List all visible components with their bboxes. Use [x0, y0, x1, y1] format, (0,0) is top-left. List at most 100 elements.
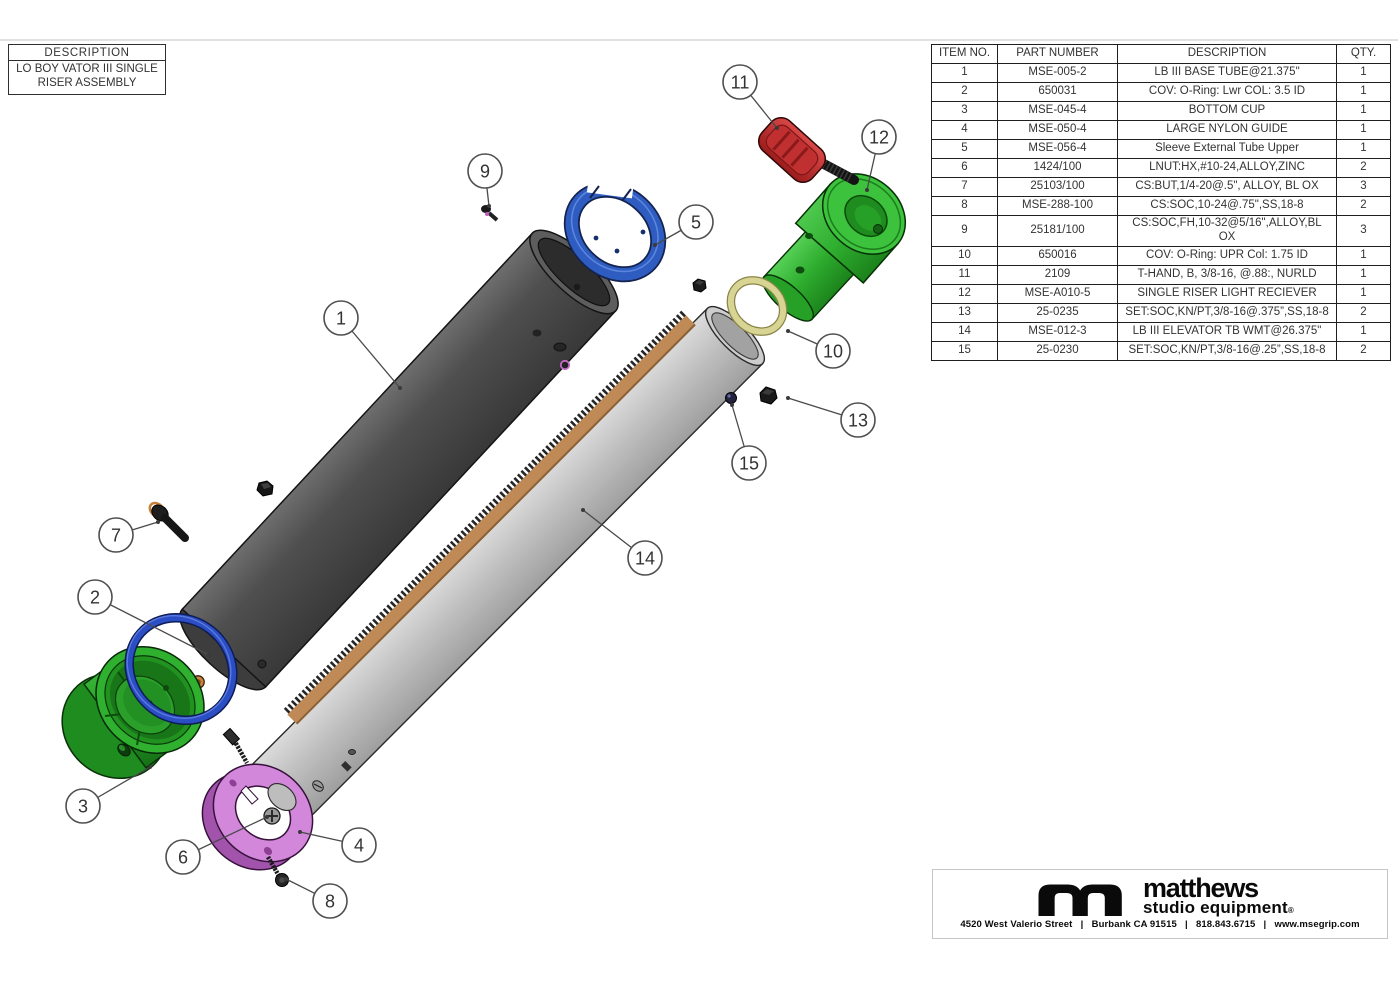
brand-subtitle: studio equipment® — [1143, 899, 1294, 916]
callout-15: 15 — [731, 445, 767, 481]
bom-row: 4 MSE-050-4 LARGE NYLON GUIDE 1 — [931, 120, 1391, 140]
callout-5: 5 — [678, 204, 714, 240]
callout-leader-dot-12 — [865, 188, 869, 192]
bom-row: 12 MSE-A010-5 SINGLE RISER LIGHT RECIEVE… — [931, 283, 1391, 304]
soc-screw-lower — [266, 855, 289, 887]
bom-cell-description: LB III BASE TUBE@21.375" — [1117, 63, 1337, 83]
callout-leader-dot-11 — [775, 126, 779, 130]
callout-number-6: 6 — [178, 848, 188, 868]
bom-row: 8 MSE-288-100 CS:SOC,10-24@.75",SS,18-8 … — [931, 196, 1391, 216]
set-screw-extra-part — [692, 278, 707, 293]
callout-circle-6 — [165, 839, 201, 875]
bom-cell-part-number: MSE-A010-5 — [997, 283, 1118, 304]
callout-leader-dot-6 — [265, 815, 269, 819]
bom-header-qty: QTY. — [1336, 44, 1391, 64]
callout-leader-dot-8 — [284, 877, 288, 881]
callout-11: 11 — [722, 64, 758, 100]
elevator-tube-surface-details — [312, 749, 356, 792]
callout-2: 2 — [77, 579, 113, 615]
assembly-title: LO BOY VATOR III SINGLE RISER ASSEMBLY — [16, 63, 158, 89]
guide-center-screw — [263, 807, 281, 825]
lower-oring-part — [124, 612, 238, 726]
locknut-bolt-upper — [222, 727, 249, 765]
callout-number-15: 15 — [739, 454, 759, 474]
bom-table: ITEM NO. PART NUMBER DESCRIPTION QTY. 1 … — [931, 44, 1391, 361]
callout-leader-dot-13 — [786, 396, 790, 400]
bom-cell-description: SINGLE RISER LIGHT RECIEVER — [1117, 283, 1337, 304]
bom-cell-qty: 2 — [1336, 196, 1391, 216]
bom-cell-item-no: 15 — [931, 340, 998, 361]
callout-number-3: 3 — [78, 797, 88, 817]
callout-number-4: 4 — [354, 836, 364, 856]
callout-6: 6 — [165, 839, 201, 875]
bom-cell-description: LB III ELEVATOR TB WMT@26.375" — [1117, 321, 1337, 342]
bom-cell-part-number: MSE-012-3 — [997, 321, 1118, 342]
callout-number-5: 5 — [691, 213, 701, 233]
rack-band — [287, 315, 696, 724]
bom-cell-description: SET:SOC,KN/PT,3/8-16@.25”,SS,18-8 — [1117, 340, 1337, 361]
callout-number-14: 14 — [635, 549, 655, 569]
callout-circle-14 — [627, 540, 663, 576]
callout-4: 4 — [341, 827, 377, 863]
callout-circle-2 — [77, 579, 113, 615]
logo-address: 4520 West Valerio Street | Burbank CA 91… — [960, 919, 1360, 931]
callout-number-12: 12 — [869, 128, 889, 148]
set-screw-13-part — [759, 386, 778, 405]
bottom-cup-side-hole — [117, 743, 131, 757]
callout-circle-7 — [98, 517, 134, 553]
callout-circle-12 — [861, 119, 897, 155]
bom-cell-part-number: 25-0235 — [997, 302, 1118, 323]
callout-leader-dot-14 — [581, 508, 585, 512]
callout-circle-3 — [65, 788, 101, 824]
callout-leader-dot-1 — [398, 386, 402, 390]
callout-8: 8 — [312, 883, 348, 919]
bom-row: 1 MSE-005-2 LB III BASE TUBE@21.375" 1 — [931, 63, 1391, 83]
callout-leader-dot-7 — [156, 520, 160, 524]
callout-3: 3 — [65, 788, 101, 824]
callout-number-9: 9 — [480, 162, 490, 182]
bom-row: 11 2109 T-HAND, B, 3/8-16, @.88:, NURLD … — [931, 264, 1391, 285]
callout-circle-10 — [815, 333, 851, 369]
logo-row: matthews studio equipment® — [1026, 872, 1294, 917]
callout-leader-dot-3 — [148, 765, 152, 769]
set-screw-15-part — [725, 392, 737, 404]
bom-cell-part-number: MSE-045-4 — [997, 101, 1118, 121]
callout-circle-11 — [722, 64, 758, 100]
callout-leader-dot-2 — [207, 653, 211, 657]
callout-number-13: 13 — [848, 411, 868, 431]
callout-13: 13 — [840, 402, 876, 438]
bom-row: 9 25181/100 CS:SOC,FH,10-32@5/16",ALLOY,… — [931, 215, 1391, 247]
t-handle-bolt — [817, 158, 859, 185]
callout-circle-4 — [341, 827, 377, 863]
callout-circle-8 — [312, 883, 348, 919]
bom-cell-description: COV: O-Ring: UPR Col: 1.75 ID — [1117, 245, 1337, 266]
bom-cell-part-number: MSE-005-2 — [997, 63, 1118, 83]
bom-row: 13 25-0235 SET:SOC,KN/PT,3/8-16@.375”,SS… — [931, 302, 1391, 323]
registered-mark: ® — [1287, 906, 1294, 916]
callout-14: 14 — [627, 540, 663, 576]
callout-number-7: 7 — [111, 526, 121, 546]
elevator-tube-part — [249, 305, 766, 823]
bom-cell-description: CS:BUT,1/4-20@.5", ALLOY, BL OX — [1117, 177, 1337, 197]
title-block-header: DESCRIPTION — [9, 45, 165, 61]
callout-circle-13 — [840, 402, 876, 438]
brand-name: matthews — [1143, 872, 1259, 903]
bom-cell-description: T-HAND, B, 3/8-16, @.88:, NURLD — [1117, 264, 1337, 285]
callout-leader-2 — [94, 596, 210, 656]
callout-circle-5 — [678, 204, 714, 240]
sleeve-ring-gap — [586, 175, 635, 199]
callout-leader-dot-4 — [298, 830, 302, 834]
bom-cell-description: LARGE NYLON GUIDE — [1117, 120, 1337, 140]
bom-cell-qty: 2 — [1336, 340, 1391, 361]
t-handle-part — [757, 116, 859, 185]
button-screw-part — [148, 501, 189, 542]
callout-7: 7 — [98, 517, 134, 553]
logo-text: matthews studio equipment® — [1143, 872, 1294, 916]
bom-cell-item-no: 8 — [931, 196, 998, 216]
callout-number-2: 2 — [90, 588, 100, 608]
bom-body: 1 MSE-005-2 LB III BASE TUBE@21.375" 1 2… — [931, 63, 1391, 361]
upper-oring-body — [727, 277, 787, 335]
matthews-m-logo-icon — [1038, 884, 1122, 917]
